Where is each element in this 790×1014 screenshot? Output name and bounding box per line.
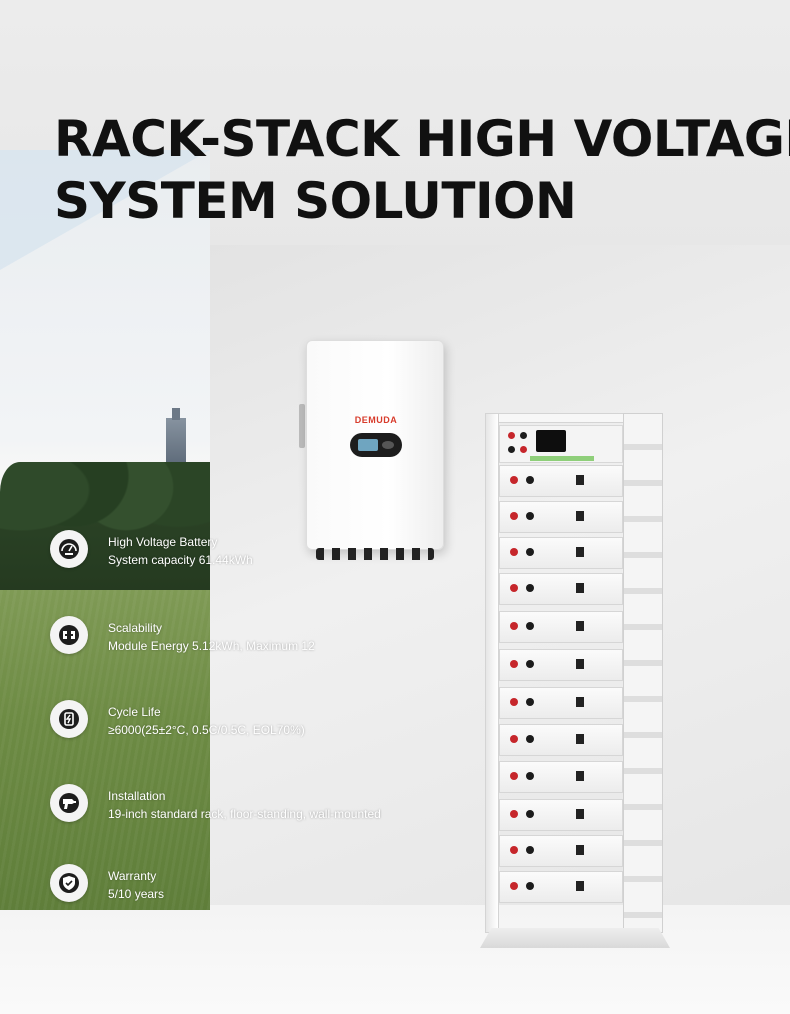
rack-base (480, 928, 670, 948)
cycle-life-icon (50, 700, 88, 738)
battery-module (499, 835, 623, 867)
battery-module (499, 573, 623, 605)
feature-detail: 5/10 years (108, 887, 165, 901)
battery-module (499, 799, 623, 831)
inverter-handle-left (299, 404, 305, 448)
feature-item-warranty: Warranty 5/10 years (50, 864, 470, 904)
feature-detail: Module Energy 5.12kWh, Maximum 12 (108, 639, 315, 653)
battery-module (499, 871, 623, 903)
inverter-brand-logo: DEMUDA (354, 415, 398, 425)
landscape-panel (0, 150, 210, 910)
drill-icon (50, 784, 88, 822)
battery-module (499, 465, 623, 497)
inverter-display-icon (350, 433, 402, 457)
feature-label: Installation (108, 789, 166, 803)
feature-item-installation: Installation 19-inch standard rack, floo… (50, 784, 470, 824)
feature-label: Cycle Life (108, 705, 161, 719)
inverter-ports (316, 548, 434, 560)
feature-item-battery: High Voltage Battery System capacity 61.… (50, 530, 470, 570)
battery-module (499, 501, 623, 533)
feature-label: High Voltage Battery (108, 535, 218, 549)
bms-terminal-strip (530, 456, 594, 461)
scalability-icon (50, 616, 88, 654)
battery-module (499, 611, 623, 643)
feature-detail: ≥6000(25±2°C, 0.5C/0.5C, EOL70%) (108, 723, 305, 737)
feature-detail: 19-inch standard rack, floor-standing, w… (108, 807, 381, 821)
inverter-unit: DEMUDA (306, 340, 444, 550)
tree-line (0, 462, 210, 602)
feature-detail: System capacity 61.44kWh (108, 553, 253, 567)
bms-red-terminal (508, 432, 515, 439)
battery-module (499, 724, 623, 756)
floor (0, 905, 790, 1014)
distant-tower (166, 408, 186, 468)
feature-item-scalability: Scalability Module Energy 5.12kWh, Maxim… (50, 616, 470, 656)
bms-controller (499, 425, 623, 463)
bms-black-terminal (520, 432, 527, 439)
battery-rack (480, 413, 670, 948)
battery-module (499, 537, 623, 569)
page-title: RACK-STACK HIGH VOLTAGE SYSTEM SOLUTION (54, 108, 790, 232)
bms-port (508, 446, 515, 453)
feature-item-cycle-life: Cycle Life ≥6000(25±2°C, 0.5C/0.5C, EOL7… (50, 700, 470, 740)
battery-module (499, 649, 623, 681)
sky-reflection (0, 150, 210, 270)
title-line-1: RACK-STACK HIGH VOLTAGE (54, 110, 790, 168)
bms-screen-icon (536, 430, 566, 452)
battery-module (499, 687, 623, 719)
bms-port-red (520, 446, 527, 453)
feature-label: Scalability (108, 621, 163, 635)
battery-gauge-icon (50, 530, 88, 568)
rack-frame-left (485, 413, 499, 933)
grass-field (0, 590, 210, 910)
title-line-2: SYSTEM SOLUTION (54, 172, 577, 230)
shield-check-icon (50, 864, 88, 902)
battery-module (499, 761, 623, 793)
rack-frame-right (623, 413, 663, 933)
feature-label: Warranty (108, 869, 157, 883)
